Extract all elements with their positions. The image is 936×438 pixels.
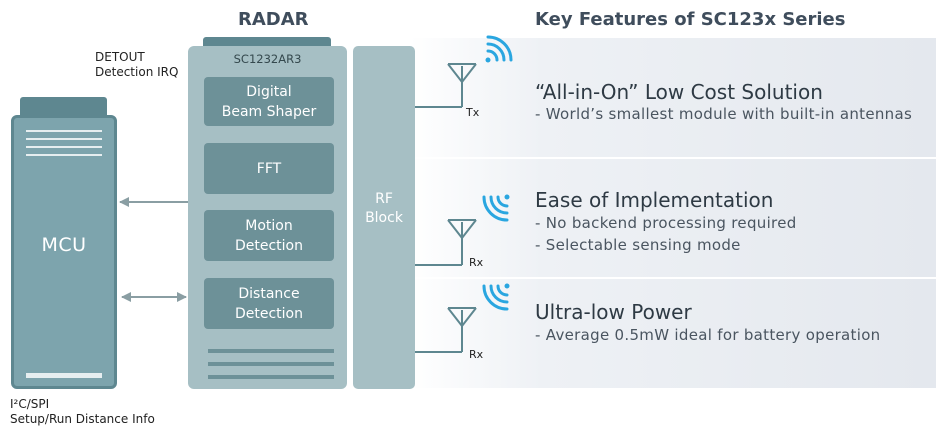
antenna-label-rx: Rx [469, 256, 484, 269]
radar-title: RADAR [238, 9, 309, 30]
antenna-label-rx: Rx [469, 348, 484, 361]
chip-label: SC1232AR3 [233, 52, 302, 66]
band-divider [410, 277, 936, 279]
mcu-stripe [26, 373, 102, 378]
feature-title: Ease of Implementation [535, 188, 774, 212]
block-line: FFT [256, 160, 282, 177]
chip-stripe [208, 375, 334, 379]
chip-cap [203, 37, 331, 47]
detout-line: DETOUT [95, 50, 145, 64]
antenna-label-tx: Tx [466, 106, 480, 119]
rf-block [353, 46, 415, 389]
mcu-cap [20, 97, 107, 117]
mcu-stripe [26, 138, 102, 140]
rf-block-label: RF Block [353, 190, 415, 228]
block-line: Detection [234, 305, 303, 322]
feature-detail: - World’s smallest module with built-in … [535, 105, 913, 123]
feature-detail: - Average 0.5mW ideal for battery operat… [535, 326, 881, 344]
i2c-note: I²C/SPI Setup/Run Distance Info [10, 397, 155, 427]
feature-detail: - No backend processing required [535, 214, 797, 232]
block-line: Motion [245, 217, 293, 234]
feature-title: “All-in-On” Low Cost Solution [535, 80, 823, 104]
antenna-icon [415, 219, 477, 266]
antenna-icon [415, 307, 477, 353]
signal-waves-icon [485, 35, 513, 63]
mcu-stripe [26, 146, 102, 148]
chip-stripe [208, 349, 334, 353]
block-line: Digital [246, 83, 292, 100]
signal-waves-icon [482, 194, 510, 222]
chip-stripe [208, 362, 334, 366]
signal-waves-icon [482, 283, 510, 311]
band-divider [410, 157, 936, 159]
antenna-icon [415, 63, 477, 108]
feature-band-3 [410, 278, 936, 388]
detection-irq-line: Detection IRQ [95, 65, 179, 79]
mcu-stripe [26, 154, 102, 156]
rf-line: Block [365, 210, 403, 226]
block-line: Detection [234, 237, 303, 254]
features-title: Key Features of SC123x Series [535, 9, 846, 30]
feature-title: Ultra-low Power [535, 300, 692, 324]
feature-detail: - Selectable sensing mode [535, 236, 741, 254]
block-line: Beam Shaper [221, 103, 317, 120]
mcu-stripe [26, 130, 102, 132]
fft-block: FFT [204, 143, 334, 194]
mcu-block: MCU [11, 115, 117, 389]
rf-line: RF [375, 191, 393, 207]
block-line: Distance [238, 285, 300, 302]
i2c-line: I²C/SPI [10, 397, 50, 411]
detout-note: DETOUT Detection IRQ [95, 50, 178, 80]
mcu-label: MCU [41, 234, 87, 256]
setup-run-line: Setup/Run Distance Info [10, 412, 155, 426]
